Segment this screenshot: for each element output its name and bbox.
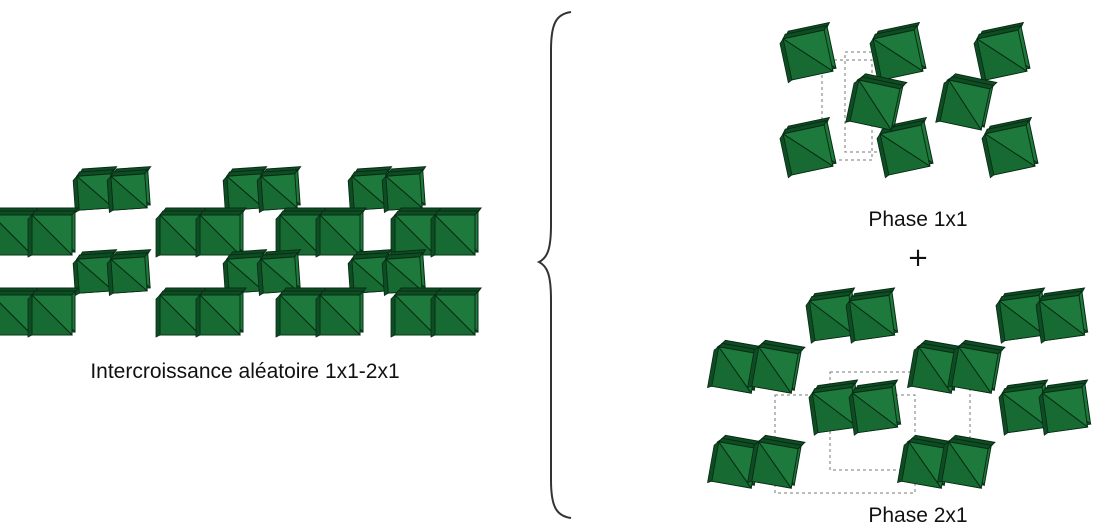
- octahedron: [316, 291, 363, 337]
- intergrowth-label: Intercroissance aléatoire 1x1-2x1: [90, 360, 399, 383]
- octahedron: [316, 211, 363, 257]
- phase-1x1-label: Phase 1x1: [868, 208, 967, 231]
- octahedron: [28, 291, 75, 337]
- octahedron: [196, 211, 243, 257]
- octahedron: [1038, 383, 1091, 435]
- octahedron: [431, 211, 478, 257]
- octahedron: [107, 170, 151, 213]
- phase-2x1-label: Phase 2x1: [868, 504, 967, 527]
- octahedron: [845, 291, 898, 343]
- octahedron: [382, 170, 426, 213]
- octahedron: [107, 253, 151, 296]
- octahedron: [28, 211, 75, 257]
- octahedron: [257, 170, 301, 213]
- intergrowth-structure: [0, 167, 481, 337]
- octahedron: [1035, 291, 1088, 343]
- phase-1x1-structure: [778, 23, 1041, 178]
- curly-brace-icon: [539, 12, 571, 518]
- octahedron: [431, 291, 478, 337]
- plus-sign: +: [907, 243, 929, 273]
- octahedron: [196, 291, 243, 337]
- octahedron: [848, 383, 901, 435]
- phase-2x1-structure: [708, 288, 1094, 493]
